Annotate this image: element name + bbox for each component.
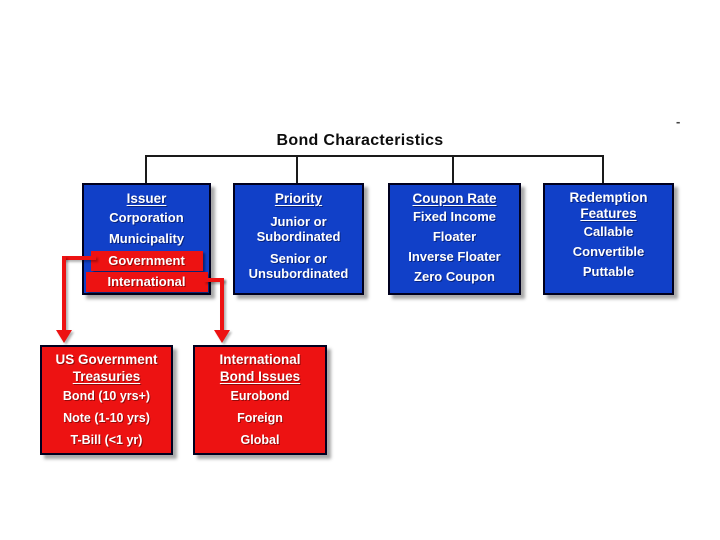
- box-redemption-features: Redemption Features Callable Convertible…: [543, 183, 674, 295]
- box-us-government-treasuries: US Government Treasuries Bond (10 yrs+) …: [40, 345, 173, 455]
- box-coupon-rate-header: Coupon Rate: [412, 191, 497, 206]
- redemption-header-line2: Features: [580, 206, 637, 221]
- priority-senior-line1: Senior or: [269, 251, 328, 266]
- connector-drop-issuer: [145, 155, 147, 185]
- connector-horizontal: [145, 155, 604, 157]
- box-priority: Priority Junior or Subordinated Senior o…: [233, 183, 364, 295]
- priority-junior-line2: Subordinated: [256, 229, 341, 244]
- intl-issues-header-line1: International: [219, 352, 301, 367]
- box-international-bond-issues: International Bond Issues Eurobond Forei…: [193, 345, 327, 455]
- box-priority-header: Priority: [274, 191, 323, 206]
- priority-junior-line1: Junior or: [270, 214, 327, 229]
- us-item-bond: Bond (10 yrs+): [62, 389, 151, 403]
- coupon-item-floater: Floater: [432, 229, 477, 244]
- red-connector-government-horizontal: [62, 256, 96, 260]
- redemption-item-puttable: Puttable: [582, 264, 635, 279]
- issuer-item-corporation: Corporation: [109, 210, 184, 225]
- issuer-highlight-government: Government: [90, 251, 203, 271]
- red-connector-international-horizontal: [204, 278, 224, 282]
- redemption-item-convertible: Convertible: [572, 244, 645, 259]
- connector-drop-coupon-rate: [452, 155, 454, 185]
- redemption-item-callable: Callable: [583, 224, 634, 239]
- us-treasuries-header-line2: Treasuries: [72, 369, 141, 384]
- us-item-note: Note (1-10 yrs): [63, 411, 150, 425]
- priority-group-senior: Senior or Unsubordinated: [235, 251, 362, 281]
- issuer-item-municipality: Municipality: [108, 231, 185, 246]
- connector-drop-redemption: [602, 155, 604, 185]
- intl-item-foreign: Foreign: [237, 411, 283, 425]
- intl-item-global: Global: [240, 433, 280, 447]
- red-arrowhead-international-issues: [214, 330, 230, 343]
- us-item-tbill: T-Bill (<1 yr): [70, 433, 143, 447]
- box-issuer: Issuer Corporation Municipality Governme…: [82, 183, 211, 295]
- intl-issues-header-line2: Bond Issues: [219, 369, 301, 384]
- coupon-item-zero-coupon: Zero Coupon: [414, 269, 495, 284]
- connector-drop-priority: [296, 155, 298, 185]
- coupon-item-fixed-income: Fixed Income: [412, 209, 497, 224]
- issuer-highlight-international: International: [85, 272, 208, 292]
- red-connector-government-vertical: [62, 256, 66, 332]
- box-issuer-header: Issuer: [126, 191, 167, 206]
- diagram-title: Bond Characteristics: [276, 132, 444, 149]
- priority-group-junior: Junior or Subordinated: [235, 214, 362, 244]
- red-connector-international-vertical: [220, 278, 224, 332]
- us-treasuries-header-line1: US Government: [55, 352, 158, 367]
- red-arrowhead-us-treasuries: [56, 330, 72, 343]
- redemption-header-line1: Redemption: [569, 190, 648, 205]
- coupon-item-inverse-floater: Inverse Floater: [408, 249, 501, 264]
- priority-senior-line2: Unsubordinated: [248, 266, 349, 281]
- intl-item-eurobond: Eurobond: [230, 389, 290, 403]
- box-coupon-rate: Coupon Rate Fixed Income Floater Inverse…: [388, 183, 521, 295]
- stray-dash: -: [676, 114, 681, 129]
